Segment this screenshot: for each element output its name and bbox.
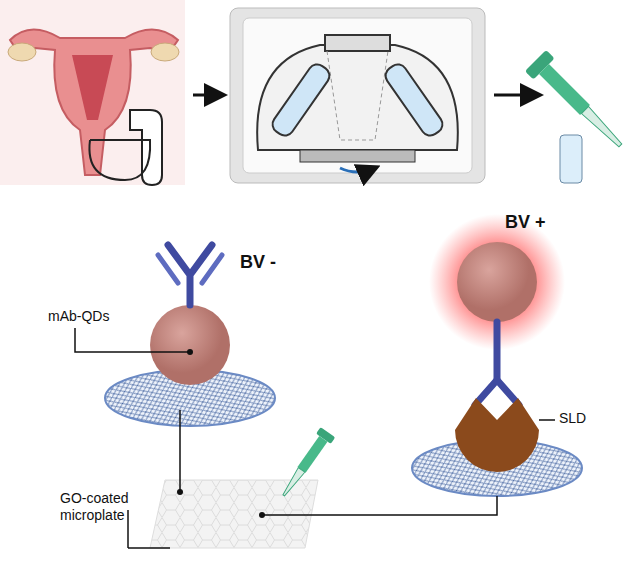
bv-positive-illustration <box>412 214 582 496</box>
uterus-illustration <box>0 0 185 185</box>
part-label: GO-coated microplate <box>60 490 160 524</box>
centrifuge-illustration <box>230 8 485 183</box>
group-heading: BV + <box>505 212 546 233</box>
group-heading: BV - <box>240 252 276 273</box>
part-label: mAb-QDs <box>48 308 109 324</box>
microplate-illustration <box>128 410 497 548</box>
bv-negative-illustration <box>75 245 275 426</box>
part-label: SLD <box>559 410 586 426</box>
